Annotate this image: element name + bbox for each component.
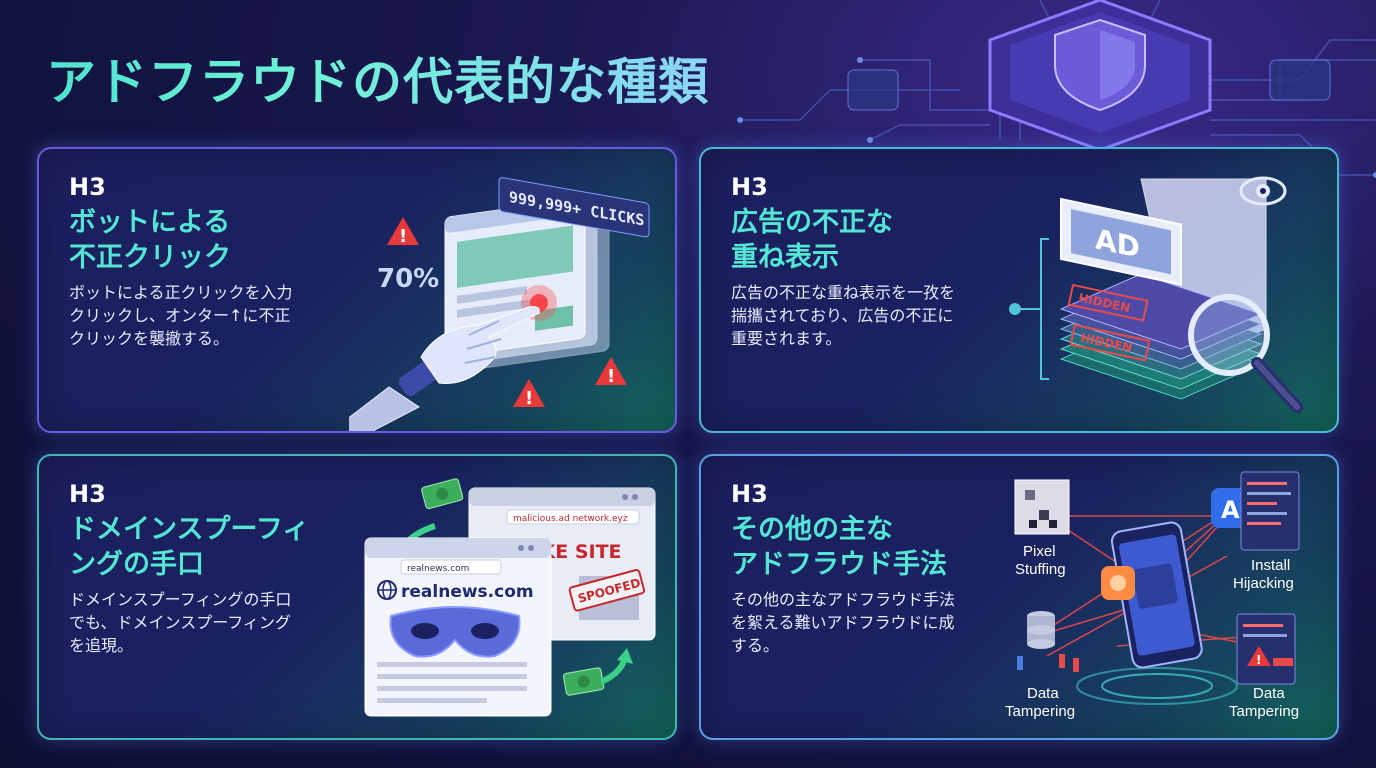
svg-text:A: A: [1221, 496, 1240, 524]
card-other-methods: H3 その他の主な アドフラウド手法 その他の主なアドフラウド手法 を絮える難い…: [699, 454, 1339, 740]
card-title: 広告の不正な 重ね表示: [731, 207, 893, 273]
real-site-title: realnews.com: [401, 582, 534, 602]
fake-url: malicious.ad network.eyz: [513, 514, 628, 524]
pixel-stuffing-label-2: Stuffing: [1015, 561, 1066, 578]
robot-hand-icon: [349, 306, 540, 431]
money-icon: [421, 478, 464, 510]
card-title: ボットによる 不正クリック: [69, 207, 231, 273]
card-heading-tag: H3: [69, 173, 106, 201]
bot-click-illustration: 999,999+ CLICKS 70% ! ! !: [349, 177, 650, 431]
warning-icon: !: [595, 357, 627, 387]
warning-icon: !: [387, 217, 419, 247]
shield-chip-icon: [988, 0, 1212, 152]
data-tampering-right-label-2: Tampering: [1229, 703, 1299, 720]
ad-stacking-illustration: HIDDEN HIDDEN AD: [1009, 176, 1303, 413]
install-hijacking-label-1: Install: [1251, 557, 1290, 574]
install-hijacking-label-2: Hijacking: [1233, 575, 1294, 592]
card-description: ボットによる正クリックを入力 クリックし、オンター↑に不正 クリックを襲撤する。: [69, 283, 293, 348]
data-tampering-left-label-2: Tampering: [1005, 703, 1075, 720]
eye-icon: [1239, 176, 1287, 206]
domain-spoofing-illustration: malicious.ad network.eyz FAKE SITE SPOOF…: [364, 478, 656, 717]
card-ad-stacking: H3 広告の不正な 重ね表示 広告の不正な重ね表示を一孜を 揣攜されており、広告…: [699, 147, 1339, 433]
app-icon: [1101, 566, 1135, 600]
card-heading-tag: H3: [731, 480, 768, 508]
card-title: その他の主な アドフラウド手法: [731, 514, 947, 580]
real-url-bar: realnews.com: [407, 564, 469, 574]
warning-icon: !: [513, 379, 545, 409]
card-bot-click-fraud: H3 ボットによる 不正クリック ボットによる正クリックを入力 クリックし、オン…: [37, 147, 677, 433]
other-methods-illustration: Pixel Stuffing A Install Hijacking Data: [1005, 471, 1300, 720]
pixel-stuffing-icon: [1014, 479, 1070, 535]
database-icon: [1017, 611, 1079, 672]
svg-text:!: !: [607, 366, 615, 387]
data-tampering-right-label-1: Data: [1253, 685, 1285, 702]
card-description: 広告の不正な重ね表示を一孜を 揣攜されており、広告の不正に 重要されます。: [731, 283, 956, 348]
data-tampering-left-label-1: Data: [1027, 685, 1059, 702]
card-heading-tag: H3: [731, 173, 768, 201]
card-description: ドメインスプーフィングの手口 でも、ドメインスプーフィング を追現。: [69, 590, 292, 655]
warning-window-icon: !: [1236, 613, 1296, 685]
card-heading-tag: H3: [69, 480, 106, 508]
card-title: ドメインスプーフィ ングの手口: [69, 514, 310, 580]
page-title: アドフラウドの代表的な種類: [46, 42, 709, 114]
svg-text:!: !: [1256, 653, 1261, 667]
globe-icon: [377, 580, 397, 600]
code-window-icon: [1240, 471, 1300, 551]
svg-text:!: !: [399, 226, 407, 247]
percent-label: 70%: [377, 264, 439, 294]
money-icon: [562, 667, 605, 696]
pixel-stuffing-label-1: Pixel: [1023, 543, 1056, 560]
card-domain-spoofing: H3 ドメインスプーフィ ングの手口 ドメインスプーフィングの手口 でも、ドメイ…: [37, 454, 677, 740]
smartphone-icon: [1110, 521, 1203, 669]
magnifier-icon: [1188, 294, 1303, 413]
mask-icon: [389, 606, 521, 658]
card-description: その他の主なアドフラウド手法 を絮える難いアドフラウドに成 する。: [731, 590, 956, 655]
svg-text:!: !: [525, 388, 533, 409]
